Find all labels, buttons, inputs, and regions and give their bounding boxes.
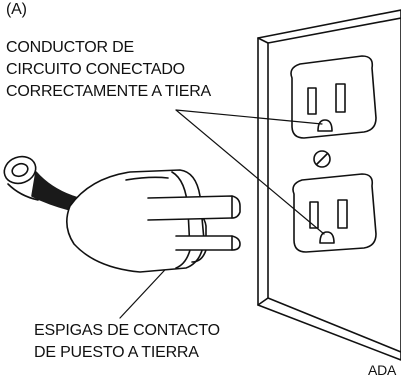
ground-prong	[175, 235, 241, 251]
truncated-corner-text: ADA	[368, 362, 397, 378]
plug-prongs	[147, 195, 241, 251]
upper-receptacle	[290, 55, 377, 139]
ground-prongs-callout-line1: ESPIGAS DE CONTACTO	[34, 322, 220, 339]
center-screw-icon	[313, 150, 331, 168]
lower-slot-right	[337, 199, 348, 229]
diagram-artwork	[3, 9, 401, 361]
upper-slot-right	[335, 83, 346, 113]
ground-prongs-callout-line2: DE PUESTO A TIERRA	[34, 344, 199, 361]
lower-ground-hole	[319, 231, 335, 244]
ground-conductor-callout-line3: CORRECTAMENTE A TIERA	[6, 83, 212, 100]
lower-receptacle	[292, 173, 377, 253]
upper-slot-left	[307, 87, 317, 115]
lower-slot-left	[309, 201, 319, 229]
grounded-outlet-diagram: (A) CONDUCTOR DE CIRCUITO CONECTADO CORR…	[3, 1, 401, 378]
ground-conductor-callout-line1: CONDUCTOR DE	[6, 39, 134, 56]
plug-body	[66, 169, 207, 273]
figure-label: (A)	[6, 1, 27, 18]
ground-conductor-callout-line2: CIRCUITO CONECTADO	[6, 61, 185, 78]
upper-ground-hole	[317, 119, 333, 132]
